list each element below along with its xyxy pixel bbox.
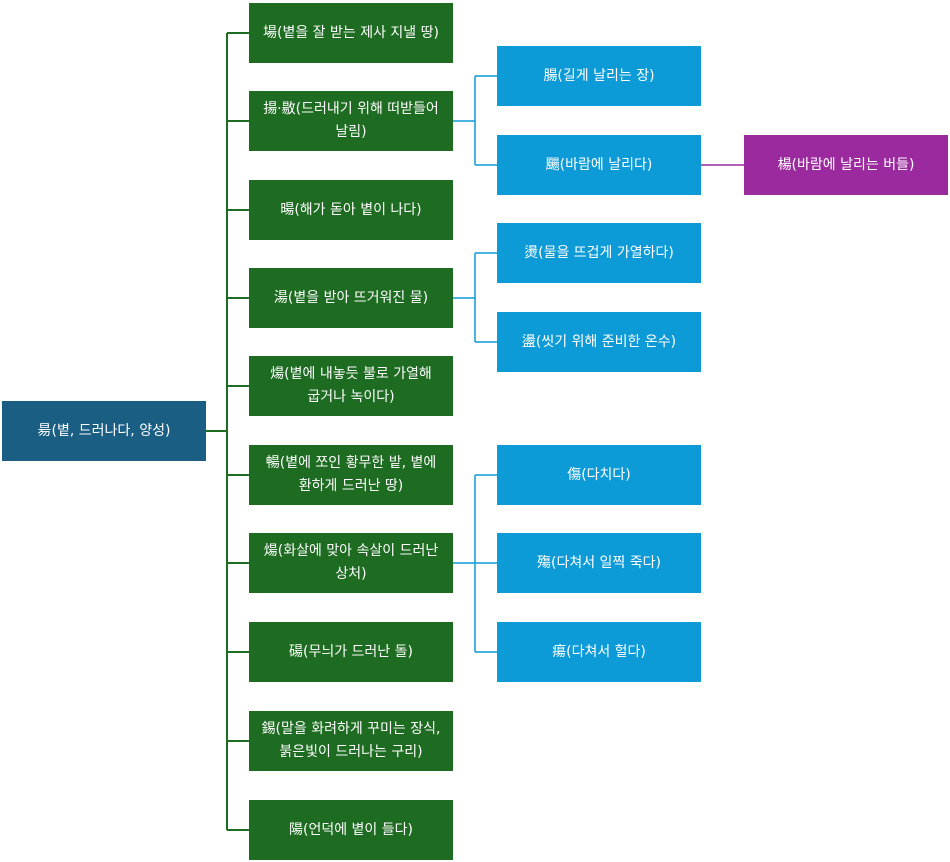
child-node-6[interactable]: 暢(볕에 쪼인 황무한 밭, 볕에 환하게 드러난 땅) <box>249 445 453 505</box>
grandchild-node-6[interactable]: 殤(다쳐서 일찍 죽다) <box>497 533 701 593</box>
connector-group-2 <box>453 252 497 343</box>
child-node-2[interactable]: 揚·敭(드러내기 위해 떠받들어 날림) <box>249 91 453 151</box>
child-node-7[interactable]: 煬(화살에 맞아 속살이 드러난 상처) <box>249 533 453 593</box>
child-node-9[interactable]: 錫(말을 화려하게 꾸미는 장식, 붉은빛이 드러나는 구리) <box>249 711 453 771</box>
grandchild-node-4[interactable]: 盪(씻기 위해 준비한 온수) <box>497 312 701 372</box>
root-node[interactable]: 昜(볕, 드러나다, 양성) <box>2 401 206 461</box>
child-node-10[interactable]: 陽(언덕에 볕이 들다) <box>249 800 453 860</box>
grandchild-node-1[interactable]: 腸(길게 날리는 장) <box>497 46 701 106</box>
grandchild-node-7[interactable]: 瘍(다쳐서 헐다) <box>497 622 701 682</box>
child-node-8[interactable]: 碭(무늬가 드러난 돌) <box>249 622 453 682</box>
great-grandchild-node-1[interactable]: 楊(바람에 날리는 버들) <box>744 135 948 195</box>
child-node-1[interactable]: 場(볕을 잘 받는 제사 지낼 땅) <box>249 3 453 63</box>
child-node-5[interactable]: 煬(볕에 내놓듯 불로 가열해 굽거나 녹이다) <box>249 356 453 416</box>
grandchild-node-2[interactable]: 颺(바람에 날리다) <box>497 135 701 195</box>
grandchild-node-3[interactable]: 燙(물을 뜨겁게 가열하다) <box>497 223 701 283</box>
connector-group-3 <box>453 474 497 653</box>
child-node-4[interactable]: 湯(볕을 받아 뜨거워진 물) <box>249 268 453 328</box>
connector-root-spine <box>206 33 228 830</box>
grandchild-node-5[interactable]: 傷(다치다) <box>497 445 701 505</box>
connector-group-1 <box>453 75 497 166</box>
child-node-3[interactable]: 暘(해가 돋아 볕이 나다) <box>249 180 453 240</box>
